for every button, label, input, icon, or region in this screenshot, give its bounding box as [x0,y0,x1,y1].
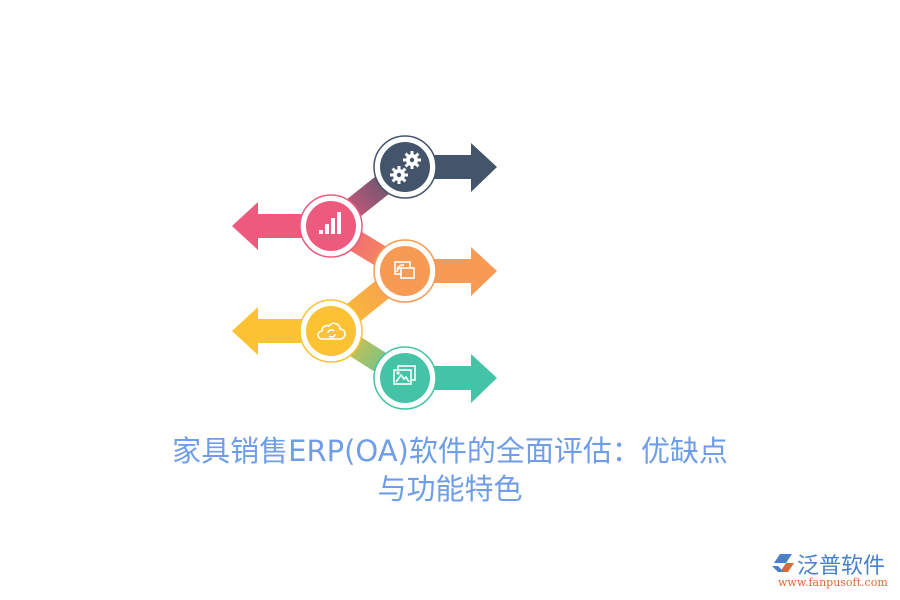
page-title: 家具销售ERP(OA)软件的全面评估：优缺点 与功能特色 [0,432,900,508]
screen-cast-icon [394,261,415,279]
step-5-node [373,346,437,410]
step-1-node [373,135,437,199]
logo-mark-icon [772,554,794,572]
logo-name: 泛普软件 [797,554,886,579]
brand-logo: 泛普软件 www.fanpusoft.com [770,548,895,593]
step-3-node [373,239,437,303]
step-2-node [299,194,363,258]
image-gallery-icon [393,365,416,385]
bar-chart-icon [319,212,341,234]
cloud-sync-icon [317,322,346,340]
logo-url: www.fanpusoft.com [778,576,888,589]
title-line-2: 与功能特色 [377,472,523,506]
gears-icon [390,151,421,184]
step-4-node [299,299,363,363]
title-line-1: 家具销售ERP(OA)软件的全面评估：优缺点 [172,434,728,468]
